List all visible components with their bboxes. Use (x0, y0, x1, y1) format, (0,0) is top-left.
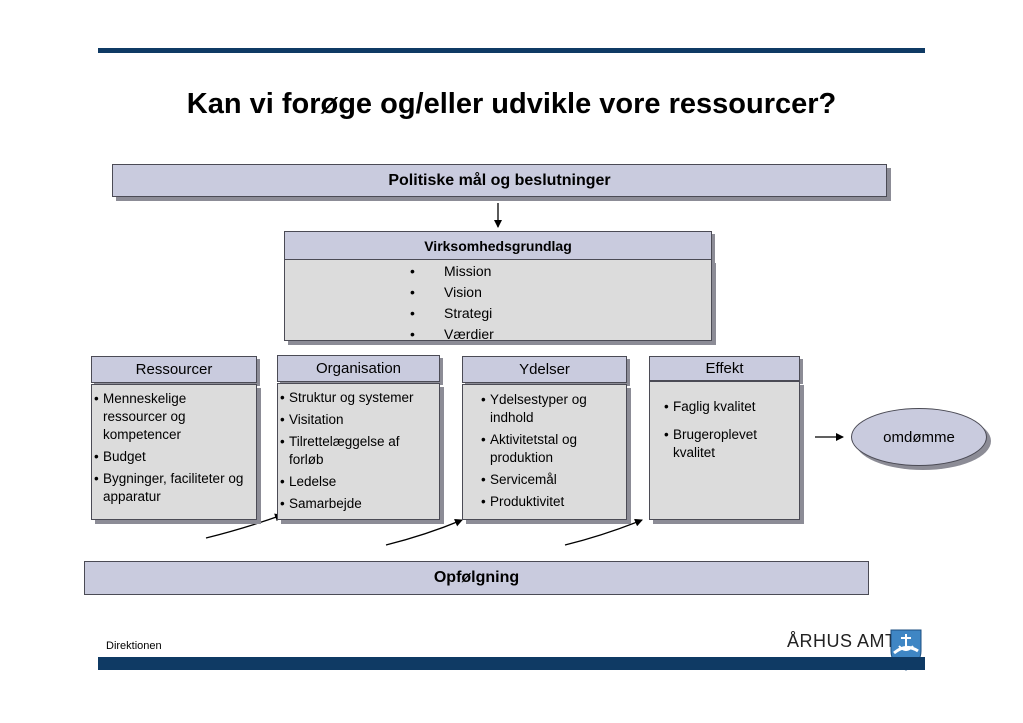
list-item: Faglig kvalitet (662, 398, 795, 416)
ydelser-title: Ydelser (519, 361, 570, 378)
page-title: Kan vi forøge og/eller udvikle vore ress… (186, 88, 837, 120)
organisation-body: Struktur og systemer Visitation Tilrette… (277, 383, 440, 520)
list-item: Tilrettelæggelse af forløb (278, 433, 437, 469)
ydelser-body: Ydelsestyper og indhold Aktivitetstal og… (462, 384, 627, 520)
list-item: Vision (410, 284, 494, 301)
list-item: Budget (92, 448, 252, 466)
list-item: Mission (410, 263, 494, 280)
effekt-title: Effekt (705, 360, 744, 377)
omdoemme-ellipse: omdømme (851, 408, 987, 466)
list-item: Bygninger, faciliteter og apparatur (92, 470, 252, 506)
ressourcer-title: Ressourcer (135, 361, 213, 378)
footer-direktionen: Direktionen (106, 640, 162, 652)
ydelser-header: Ydelser (462, 356, 627, 383)
virksomhed-title: Virksomhedsgrundlag (424, 237, 572, 254)
bottom-rule (98, 657, 925, 670)
list-item: Servicemål (479, 471, 622, 489)
top-rule (98, 48, 925, 53)
arrow-ressourcer-organisation (205, 513, 283, 539)
list-item: Visitation (278, 411, 437, 429)
virksomhed-body: Mission Vision Strategi Værdier (284, 259, 712, 343)
organisation-title: Organisation (315, 360, 402, 377)
ressourcer-body: Menneskelige ressourcer og kompetencer B… (91, 384, 257, 520)
list-item: Strategi (410, 305, 494, 322)
omdoemme-label: omdømme (883, 428, 955, 446)
politiske-maal-label: Politiske mål og beslutninger (388, 171, 611, 189)
list-item: Produktivitet (479, 493, 622, 511)
virksomhed-list: Mission Vision Strategi Værdier (410, 263, 494, 347)
list-item: Menneskelige ressourcer og kompetencer (92, 390, 252, 444)
opfoelgning-label: Opfølgning (433, 569, 520, 586)
organisation-header: Organisation (277, 355, 440, 382)
list-item: Ledelse (278, 473, 437, 491)
logo-text: ÅRHUS AMT (787, 631, 897, 651)
effekt-body: Faglig kvalitet Brugeroplevet kvalitet (649, 381, 800, 520)
list-item: Ydelsestyper og indhold (479, 391, 622, 427)
list-item: Struktur og systemer (278, 389, 437, 407)
list-item: Aktivitetstal og produktion (479, 431, 622, 467)
list-item: Samarbejde (278, 495, 437, 513)
ressourcer-header: Ressourcer (91, 356, 257, 383)
list-item: Værdier (410, 326, 494, 343)
arrow-organisation-ydelser (385, 518, 463, 546)
politiske-maal-bar: Politiske mål og beslutninger (112, 164, 887, 197)
virksomhed-header: Virksomhedsgrundlag (284, 231, 712, 260)
list-item: Brugeroplevet kvalitet (662, 426, 795, 462)
opfoelgning-bar: Opfølgning (84, 561, 869, 595)
effekt-header: Effekt (649, 356, 800, 381)
arrow-ydelser-effekt (564, 518, 643, 546)
